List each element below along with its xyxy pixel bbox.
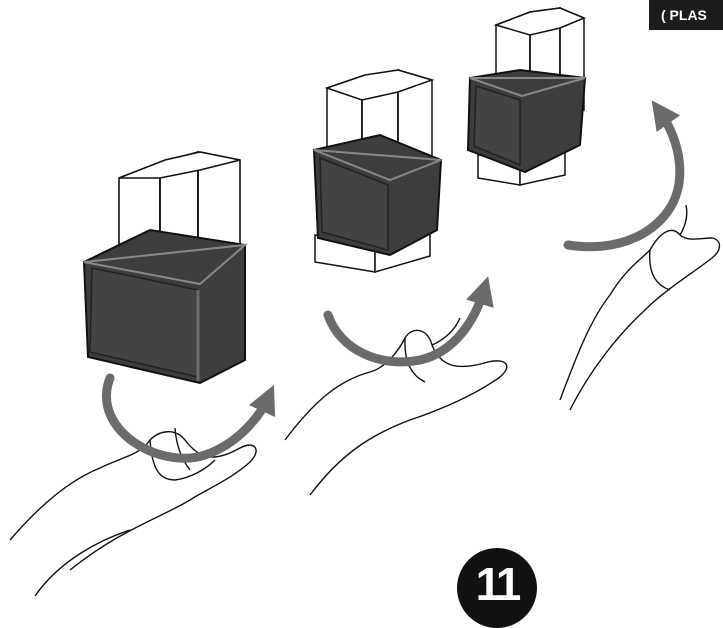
- rotation-arrow-icon: [568, 112, 680, 247]
- sleeve: [314, 135, 441, 255]
- hand-icon: [285, 318, 507, 495]
- step-number-badge: 11: [457, 548, 537, 628]
- box-step-2: [314, 70, 441, 272]
- corner-label: ( PLAS: [649, 0, 723, 30]
- box-step-1: [84, 152, 245, 383]
- assembly-illustration: [0, 0, 723, 596]
- sleeve: [468, 70, 585, 172]
- sleeve: [84, 230, 245, 383]
- box-step-3: [468, 8, 585, 185]
